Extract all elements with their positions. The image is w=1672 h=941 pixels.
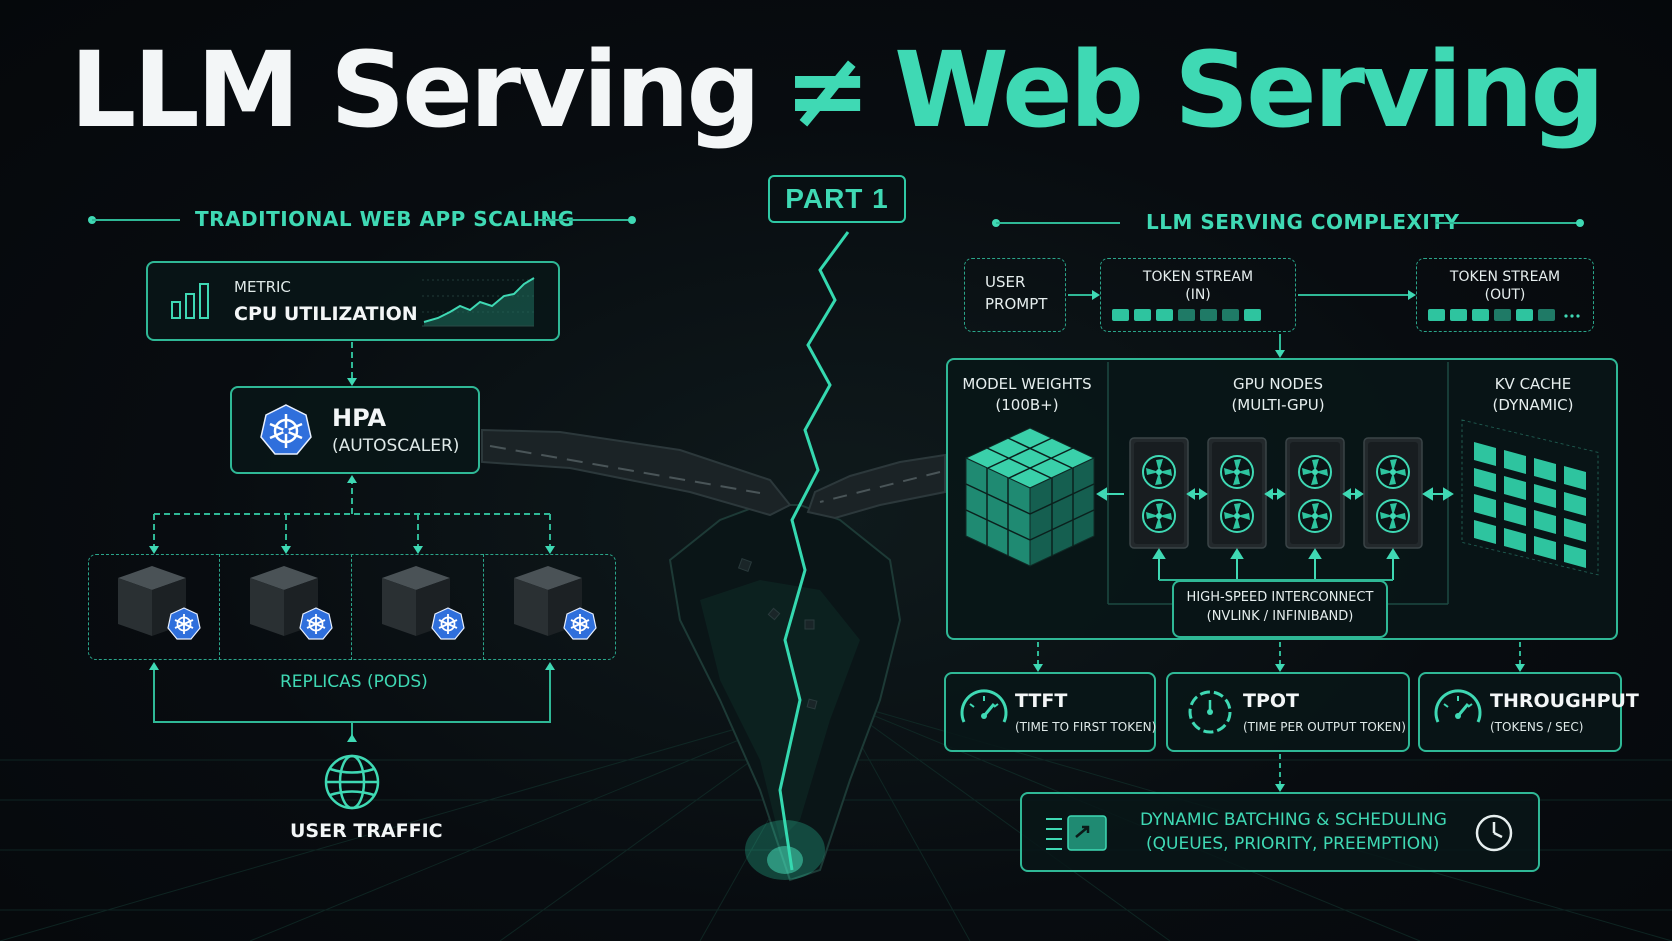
kv-line2: (DYNAMIC)	[1492, 396, 1574, 414]
replica-pod	[352, 554, 484, 660]
right-heading-line-left	[996, 222, 1120, 224]
ttft-gauge-icon	[960, 689, 1008, 724]
left-heading-line-left	[92, 219, 180, 221]
metric-label: METRIC	[234, 278, 291, 296]
bridge-right	[806, 453, 946, 520]
metric-name: CPU UTILIZATION	[234, 303, 418, 325]
tpot-name: TPOT	[1243, 690, 1299, 712]
globe-icon	[324, 754, 380, 810]
replicas-label: REPLICAS (PODS)	[280, 672, 428, 692]
prompt-line1: USER	[985, 273, 1026, 291]
replica-pod	[220, 554, 352, 660]
tpot-metric	[1166, 672, 1410, 752]
batching-box	[1020, 792, 1540, 872]
part-badge: PART 1	[768, 175, 906, 223]
kv-cache-icon	[1461, 419, 1599, 576]
model-weights-cube-icon	[964, 427, 1096, 567]
stream-out-line1: TOKEN STREAM	[1449, 269, 1561, 285]
weights-line2: (100B+)	[995, 396, 1059, 414]
stream-out-line2: (OUT)	[1484, 287, 1526, 303]
throughput-desc: (TOKENS / SEC)	[1490, 720, 1584, 734]
gpus-line1: GPU NODES	[1233, 375, 1323, 393]
not-equal-symbol: ≠	[783, 29, 871, 151]
bridge-left	[481, 428, 792, 517]
prompt-line2: PROMPT	[985, 295, 1048, 313]
left-heading-dot-right	[628, 216, 636, 224]
left-heading-line-right	[538, 219, 632, 221]
left-heading: TRADITIONAL WEB APP SCALING	[195, 207, 575, 231]
stream-in-line1: TOKEN STREAM	[1142, 269, 1254, 285]
kv-line1: KV CACHE	[1494, 375, 1572, 393]
token-stream-in-box	[1100, 258, 1296, 332]
ttft-name: TTFT	[1015, 690, 1068, 712]
tpot-timer-icon	[1188, 690, 1232, 734]
throughput-metric	[1418, 672, 1622, 752]
clock-icon	[1475, 814, 1513, 852]
stream-in-line2: (IN)	[1185, 287, 1211, 303]
interconnect-box	[1172, 580, 1388, 638]
tpot-desc: (TIME PER OUTPUT TOKEN)	[1243, 720, 1406, 734]
lightning-crack	[778, 231, 850, 871]
hpa-name: HPA	[332, 404, 387, 432]
hpa-sub: (AUTOSCALER)	[332, 436, 460, 456]
ttft-desc: (TIME TO FIRST TOKEN)	[1015, 720, 1157, 734]
bar-chart-icon	[171, 283, 209, 319]
title-right: Web Serving	[894, 29, 1605, 151]
batching-line1: DYNAMIC BATCHING & SCHEDULING	[1140, 810, 1447, 830]
interconnect-line2: (NVLINK / INFINIBAND)	[1206, 609, 1354, 624]
cpu-sparkline	[422, 277, 535, 327]
ttft-metric	[944, 672, 1156, 752]
user-traffic-label: USER TRAFFIC	[290, 820, 443, 842]
throughput-gauge-icon	[1434, 689, 1482, 724]
replica-pod	[88, 554, 220, 660]
throughput-name: THROUGHPUT	[1490, 690, 1639, 712]
gpus-line2: (MULTI-GPU)	[1231, 396, 1325, 414]
right-heading-line-right	[1436, 222, 1580, 224]
interconnect-line1: HIGH-SPEED INTERCONNECT	[1186, 590, 1374, 605]
title-left: LLM Serving	[70, 29, 761, 151]
main-title: LLM Serving≠Web Serving	[0, 38, 1672, 142]
user-prompt-box	[964, 258, 1066, 332]
token-stream-out-box	[1416, 258, 1594, 332]
batching-line2: (QUEUES, PRIORITY, PREEMPTION)	[1146, 834, 1440, 854]
metric-box	[146, 261, 560, 341]
weights-line1: MODEL WEIGHTS	[962, 375, 1092, 393]
right-heading: LLM SERVING COMPLEXITY	[1146, 210, 1460, 234]
replicas-group	[88, 554, 616, 660]
queue-list-icon	[1046, 815, 1107, 851]
right-heading-dot-right	[1576, 219, 1584, 227]
kubernetes-icon	[260, 404, 312, 455]
